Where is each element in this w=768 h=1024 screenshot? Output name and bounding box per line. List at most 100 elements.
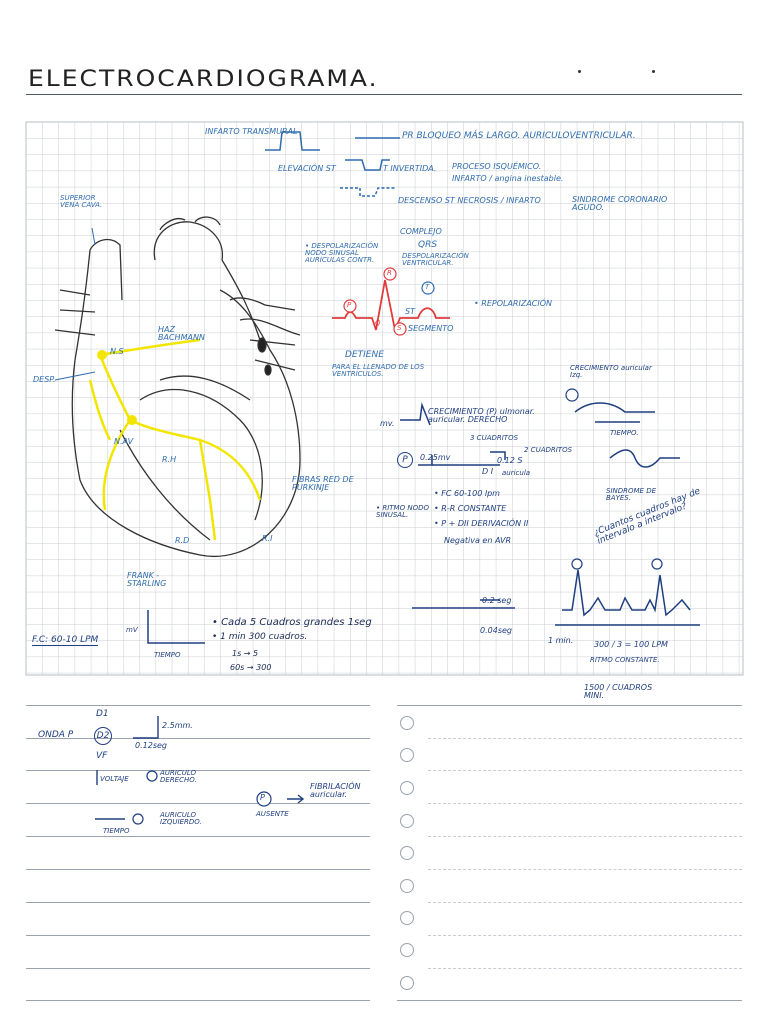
note-line <box>26 738 370 739</box>
conv-1: 1s → 5 <box>232 649 259 658</box>
d2-circle: D2 <box>94 727 112 745</box>
onda-p-label: ONDA P <box>38 730 74 740</box>
checklist-line <box>428 935 742 936</box>
seg-label: 0.12seg <box>135 741 167 750</box>
checklist-line <box>428 738 742 739</box>
checklist-bullet[interactable] <box>400 716 414 730</box>
conv-2: 60s → 300 <box>230 663 272 672</box>
vena-cava-label: SUPERIOR VENA CAVA. <box>60 194 103 209</box>
segmento-label: SEGMENTO <box>408 324 454 333</box>
nav-label: N.AV <box>114 437 134 446</box>
mv-axis: mV <box>126 626 138 634</box>
ritmo-constante: RITMO CONSTANTE. <box>590 656 660 664</box>
qrs-desc: DESPOLARIZACIÓN VENTRICULAR. <box>402 252 469 267</box>
wave-s-letter: S <box>397 324 402 332</box>
t-note-2: INFARTO / angina inestable. <box>452 174 564 183</box>
despolarizacion-note: • DESPOLARIZACIÓN NODO SINUSAL AURICULAS… <box>305 242 379 264</box>
checklist-bullet[interactable] <box>400 911 414 925</box>
fibrilacion-label: FIBRILACIÓN auricular. <box>310 782 361 799</box>
frank-axis <box>147 610 205 644</box>
checklist-line <box>428 803 742 804</box>
title-underline <box>26 94 742 95</box>
heart-diagram <box>54 216 301 557</box>
negativa-note: Negativa en AVR <box>444 536 512 545</box>
wave-q-letter: Q <box>375 319 381 327</box>
note-line <box>26 803 370 804</box>
rr-note: • R-R CONSTANTE <box>434 504 507 513</box>
tres-cuadritos: 3 CUADRITOS <box>470 434 519 442</box>
elevacion-label: ELEVACIÓN ST <box>278 164 336 173</box>
aur-der-label: AURICULO DERECHO. <box>160 769 197 784</box>
duracion-label: 0.12 S <box>497 456 523 465</box>
checklist-bullet[interactable] <box>400 748 414 762</box>
wave-t-letter: T <box>425 283 430 291</box>
page-title: ELECTROCARDIOGRAMA. <box>28 65 379 92</box>
wave-p-letter: P <box>347 301 352 309</box>
mm-label: 2.5mm. <box>162 721 193 730</box>
fc-range: F.C: 60-10 LPM <box>32 635 99 646</box>
rhythm-p-circles <box>571 558 663 570</box>
ecg-top-strips <box>265 131 400 197</box>
decorative-dot <box>652 70 655 73</box>
note-line <box>26 770 370 771</box>
infarto-label: INFARTO TRANSMURAL <box>205 127 298 136</box>
checklist-line <box>428 968 742 969</box>
tiempo-note: TIEMPO <box>103 827 130 835</box>
purkinje-label: FIBRAS RED DE PURKINJE <box>292 475 354 492</box>
wave-circles <box>343 267 407 336</box>
wave-r-letter: R <box>387 269 392 277</box>
p-circle-label: P <box>397 452 413 468</box>
checklist-bullet[interactable] <box>400 976 414 990</box>
sindrome-bayes: SINDROME DE BAYES. <box>606 487 657 502</box>
cada5-note: • Cada 5 Cuadros grandes 1seg <box>212 617 372 628</box>
pr-note: PR BLOQUEO MÁS LARGO. AURICULOVENTRICULA… <box>402 131 636 141</box>
st-descenso: DESCENSO ST NECROSIS / INFARTO <box>398 196 541 205</box>
repolarizacion-label: • REPOLARIZACIÓN <box>474 299 553 308</box>
desp-label: DESP. <box>33 375 56 384</box>
checklist-line <box>428 836 742 837</box>
checklist-bullet[interactable] <box>400 846 414 860</box>
checklist-top-line <box>397 705 742 706</box>
p-circle-small <box>565 388 579 402</box>
note-line <box>26 705 370 706</box>
ns-label: N.S <box>110 347 124 356</box>
note-line <box>26 935 370 936</box>
note-line <box>26 869 370 870</box>
sindrome-coronario: SINDROME CORONARIO AGUDO. <box>572 195 668 212</box>
decorative-dot <box>578 70 581 73</box>
un-min: 1 min. <box>548 636 574 645</box>
t-invertido: T INVERTIDA. <box>383 164 437 173</box>
checklist-line <box>428 770 742 771</box>
qrs-complex <box>332 279 450 334</box>
di-label: D I <box>482 467 494 476</box>
checklist-bullet[interactable] <box>400 879 414 893</box>
vf-label: VF <box>96 751 108 761</box>
aur-izq-label: AURICULO IZQUIERDO. <box>160 811 202 826</box>
checklist-bottom-line <box>397 1000 742 1001</box>
note-line <box>26 836 370 837</box>
rd-label: R.D <box>175 536 190 545</box>
qrs-label: QRS <box>418 240 438 250</box>
fc-note: • FC 60-100 lpm <box>434 489 500 498</box>
rh-label: R.H <box>162 455 177 464</box>
rhythm-strip <box>412 569 700 626</box>
checklist-bullet[interactable] <box>400 943 414 957</box>
ri-label: R.I <box>262 534 273 543</box>
label-arrows <box>54 227 96 381</box>
detiene-desc: PARA EL LLENADO DE LOS VENTRÍCULOS. <box>332 363 425 378</box>
av-node-marker <box>127 415 137 425</box>
ritmo-nodo: • RITMO NODO SINUSAL. <box>376 504 429 519</box>
grid-background <box>25 121 744 676</box>
crecimiento-p: CRECIMIENTO (P) ulmonar. auricular. DERE… <box>428 407 535 424</box>
ausente-label: AUSENTE <box>256 810 289 818</box>
note-line <box>26 968 370 969</box>
checklist-bullet[interactable] <box>400 781 414 795</box>
checklist-bullet[interactable] <box>400 814 414 828</box>
st-label: ST <box>405 307 415 316</box>
p-circle-letter: P <box>260 793 265 802</box>
sinus-node-marker <box>97 350 107 360</box>
note-line <box>26 902 370 903</box>
